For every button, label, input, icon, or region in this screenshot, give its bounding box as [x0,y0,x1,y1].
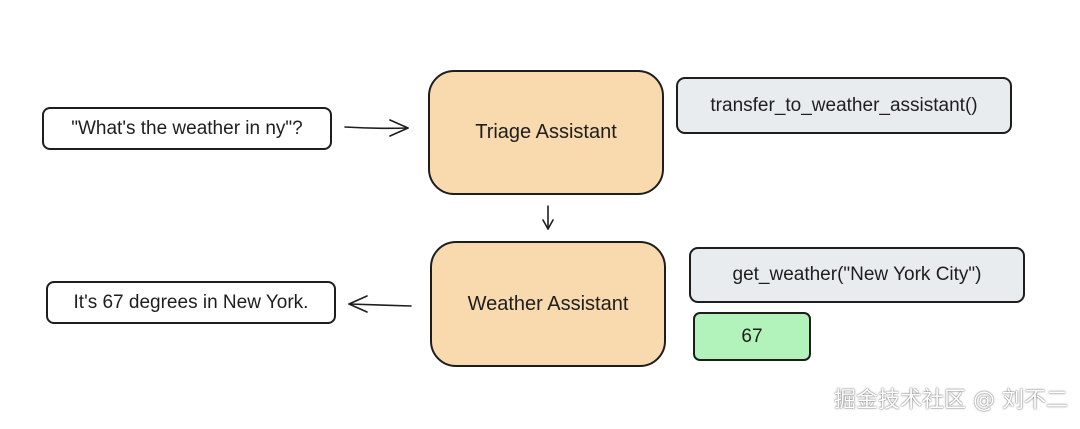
result-box: 67 [693,312,811,361]
weather-assistant-label: Weather Assistant [467,292,629,315]
transfer-call-text: transfer_to_weather_assistant() [710,94,978,116]
transfer-call-box: transfer_to_weather_assistant() [676,77,1012,134]
query-to-triage-arrow [344,119,409,137]
triage-assistant-label: Triage Assistant [475,121,617,143]
weather-call-text: get_weather("New York City") [732,264,982,285]
weather-call-box: get_weather("New York City") [689,247,1025,303]
user-query-text: "What's the weather in ny"? [71,117,303,139]
triage-to-weather-arrow [542,205,554,230]
watermark-text: 掘金技术社区 @ 刘不二 [834,388,1068,413]
user-query-box: "What's the weather in ny"? [42,107,332,150]
weather-assistant-box: Weather Assistant [430,241,666,367]
reply-box: It's 67 degrees in New York. [46,281,336,324]
triage-assistant-box: Triage Assistant [428,70,664,195]
result-value: 67 [741,325,763,347]
weather-to-reply-arrow [348,295,412,313]
reply-text: It's 67 degrees in New York. [73,291,309,313]
